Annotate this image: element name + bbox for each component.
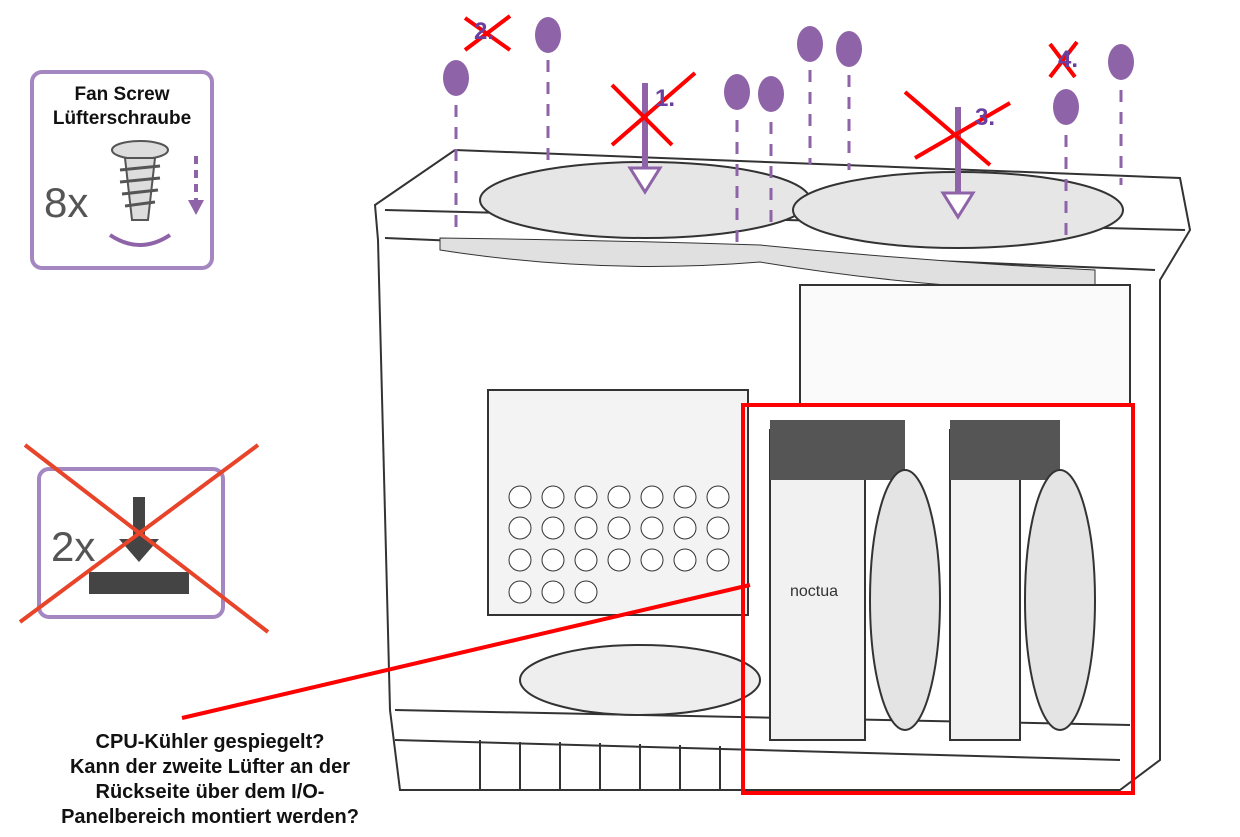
motherboard bbox=[799, 284, 1131, 406]
screw-icon bbox=[108, 140, 204, 247]
screw-markers bbox=[443, 17, 1134, 125]
screw-icon bbox=[724, 74, 750, 110]
screw-icon bbox=[758, 76, 784, 112]
step-4-label: 4. bbox=[1058, 46, 1079, 73]
question-line: Rückseite über dem I/O- bbox=[95, 781, 325, 803]
fan-screw-legend: Fan Screw Lüfterschraube 8x bbox=[30, 70, 214, 270]
case-frame bbox=[373, 148, 1192, 791]
cooler-fins-2 bbox=[950, 420, 1060, 480]
mount-foot-icon bbox=[89, 497, 189, 594]
legend-count: 8x bbox=[44, 179, 89, 226]
legend-title-de: Lüfterschraube bbox=[52, 108, 192, 129]
bottom-vent bbox=[519, 644, 761, 716]
screw-icon bbox=[1108, 44, 1134, 80]
fan-bottom-rim bbox=[439, 237, 1096, 293]
step-3-label: 3. bbox=[975, 104, 996, 131]
cooler-brand-logo: noctua bbox=[790, 583, 838, 600]
screw-icon bbox=[535, 17, 561, 53]
legend-title-en: Fan Screw bbox=[74, 84, 170, 105]
question-line: Kann der zweite Lüfter an der bbox=[69, 756, 351, 778]
screw-icon bbox=[836, 31, 862, 67]
question-line: CPU-Kühler gespiegelt? bbox=[95, 731, 325, 753]
screw-icon bbox=[443, 60, 469, 96]
feet-legend: 2x bbox=[37, 467, 225, 619]
screw-icon bbox=[797, 26, 823, 62]
question-line: Panelbereich montiert werden? bbox=[61, 806, 359, 828]
step-2-label: 2. bbox=[474, 18, 495, 45]
cooler-tower-1 bbox=[769, 429, 866, 741]
screw-icon bbox=[1053, 89, 1079, 125]
step-1-label: 1. bbox=[655, 85, 676, 112]
annotations bbox=[181, 14, 1135, 795]
cooler-tower-2 bbox=[949, 429, 1021, 741]
cooler-fan-1 bbox=[869, 469, 941, 731]
cooler-fan-2 bbox=[1024, 469, 1096, 731]
question-text: CPU-Kühler gespiegelt? Kann der zweite L… bbox=[40, 730, 380, 830]
cooler-fins-1 bbox=[770, 420, 905, 480]
